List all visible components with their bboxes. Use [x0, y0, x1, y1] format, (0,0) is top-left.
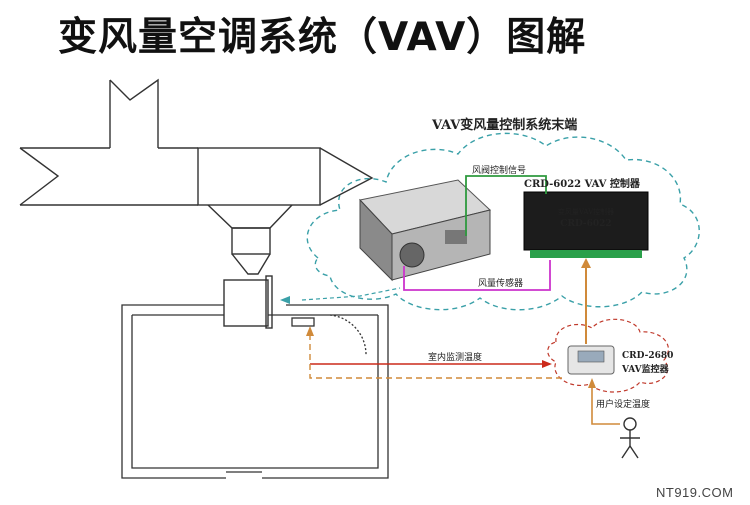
room-walls	[121, 304, 389, 479]
page-title: 变风量空调系统（VAV）图解	[58, 15, 587, 60]
room-temp-label: 室内监测温度	[428, 351, 482, 363]
controller-faceplate-model: CRD-6022	[560, 219, 611, 229]
monitor-label-model: CRD-2680	[622, 351, 673, 361]
vav-terminal-box	[359, 179, 492, 282]
user-input-line	[591, 382, 620, 425]
controller-to-box-signal	[301, 287, 401, 301]
control-system-cloud	[306, 132, 700, 311]
controller-faceplate-top: 变风量VAV控制器	[558, 207, 614, 216]
watermark: NT919.COM	[656, 485, 734, 500]
setpoint-return-line	[309, 332, 562, 379]
vav-controller: 变风量VAV控制器 CRD-6022	[523, 191, 649, 258]
damper-signal-label: 风阀控制信号	[472, 164, 526, 176]
airflow-sensor-line	[403, 260, 551, 291]
vav-monitor	[567, 345, 615, 375]
airflow-sensor-label: 风量传感器	[478, 277, 523, 289]
damper-signal-line	[465, 175, 547, 236]
user-setpoint-label: 用户设定温度	[596, 398, 650, 410]
controller-label: CRD-6022 VAV 控制器	[524, 177, 641, 190]
monitor-label-name: VAV监控器	[621, 363, 670, 375]
cloud-label: VAV变风量控制系统末端	[431, 117, 577, 133]
user-figure	[620, 417, 640, 459]
monitor-cloud	[547, 318, 669, 393]
air-duct	[19, 78, 374, 329]
